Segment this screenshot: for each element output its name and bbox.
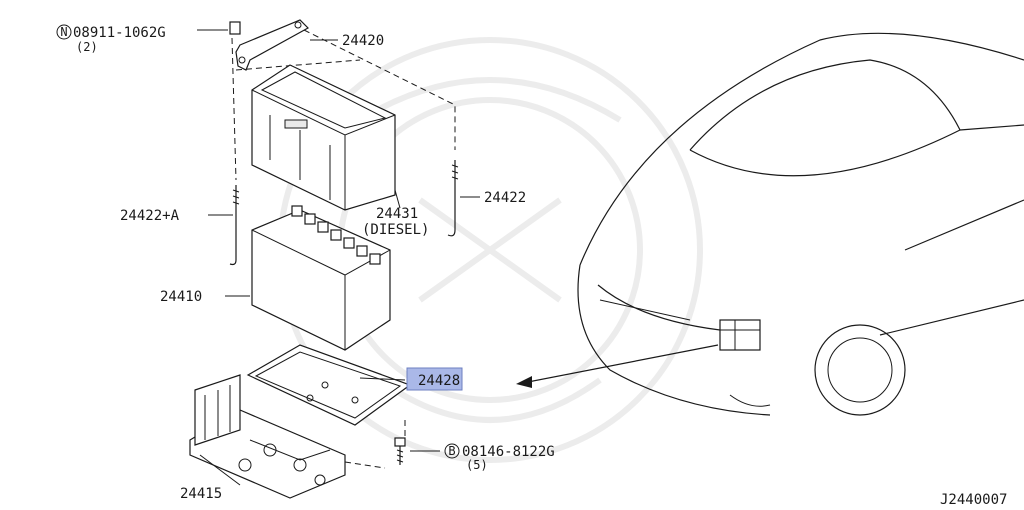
battery-cover-part[interactable] (251, 64, 396, 211)
nut-prefix: N (60, 25, 67, 39)
hold-down-rod-left[interactable] (229, 185, 240, 266)
label-bracket[interactable]: 24415 (180, 486, 222, 502)
clamp-guide-lines (231, 29, 456, 181)
battery-bracket-part[interactable] (189, 374, 346, 499)
bolt-prefix: B (448, 444, 455, 458)
clamp-part[interactable] (229, 19, 309, 71)
bolt-quantity: (5) (466, 458, 488, 472)
label-bolt[interactable]: B 08146-8122G (5) (444, 443, 555, 472)
tray-label-highlight (406, 367, 463, 391)
label-rod-a[interactable]: 24422+A (120, 208, 180, 224)
vehicle-battery-location (719, 319, 761, 351)
location-arrow (516, 344, 719, 388)
label-cover-note: (DIESEL) (362, 222, 429, 238)
vehicle-outline (577, 32, 1024, 416)
battery-part[interactable] (251, 205, 391, 351)
nut-quantity: (2) (76, 40, 98, 54)
label-clamp[interactable]: 24420 (342, 33, 384, 49)
label-cover[interactable]: 24431 (376, 206, 418, 222)
label-battery[interactable]: 24410 (160, 289, 202, 305)
leader-lines (197, 29, 480, 486)
bolt-part-number: 08146-8122G (462, 444, 555, 460)
nut-part-number: 08911-1062G (73, 25, 166, 41)
label-rod[interactable]: 24422 (484, 190, 526, 206)
battery-caps (291, 205, 381, 265)
diagram-code: J2440007 (940, 492, 1007, 508)
bolt-guide-lines (344, 420, 406, 469)
label-nut[interactable]: N 08911-1062G (2) (56, 24, 166, 54)
label-tray[interactable]: 24428 (406, 367, 463, 391)
hold-down-rod-right[interactable] (447, 160, 459, 237)
bolt-part[interactable] (394, 437, 406, 465)
tray-part-number: 24428 (418, 373, 460, 389)
